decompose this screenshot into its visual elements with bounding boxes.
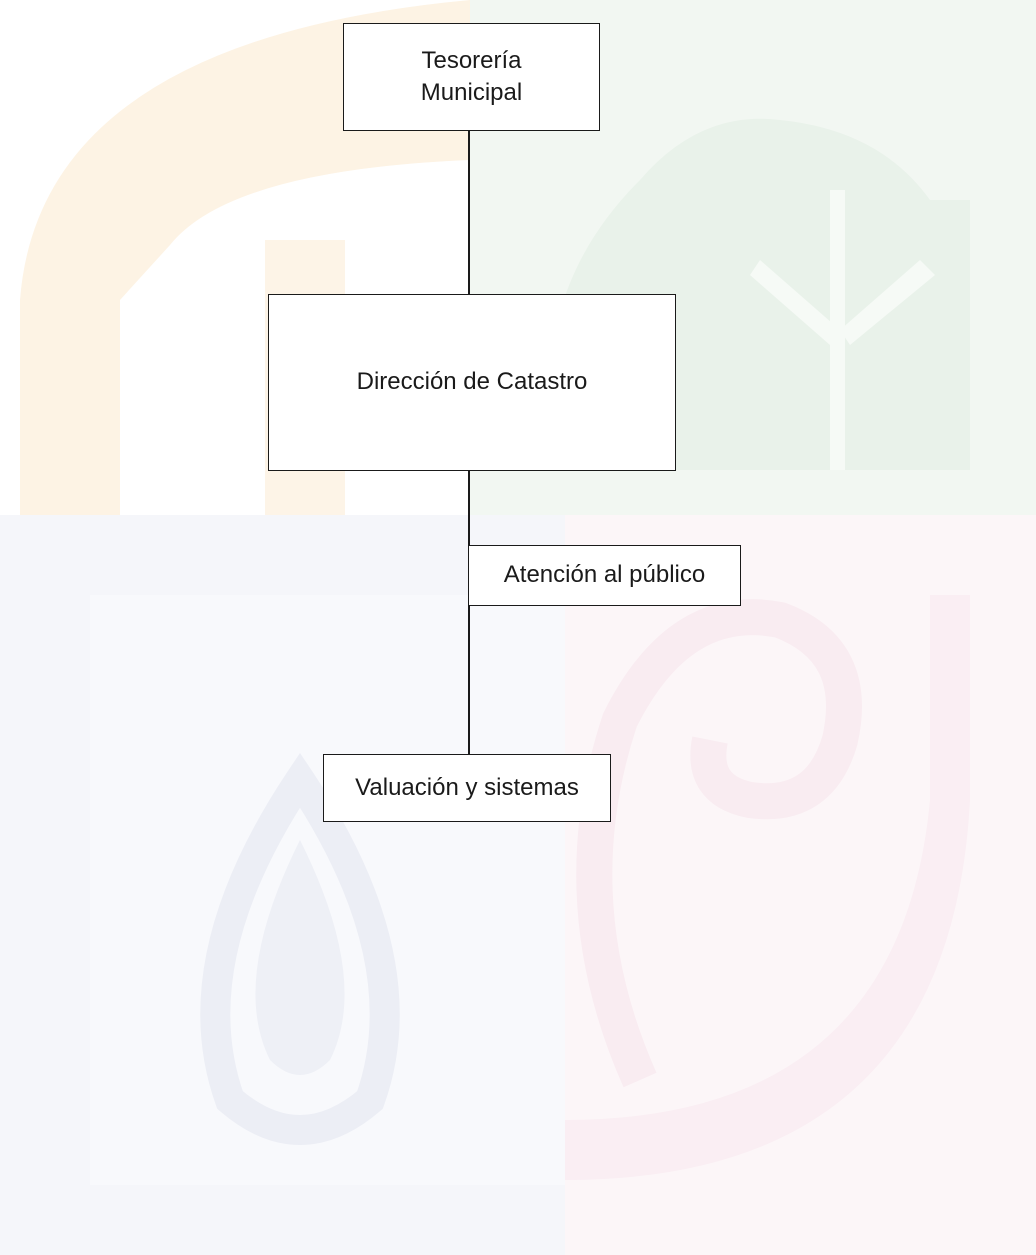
- node-atencion-label: Atención al público: [503, 561, 706, 589]
- watermark-tree-trunk: [750, 190, 935, 470]
- node-tesoreria-line1: Tesorería: [421, 46, 522, 74]
- node-valuacion-sistemas: Valuación y sistemas: [323, 754, 611, 822]
- node-direccion-catastro: Dirección de Catastro: [268, 294, 676, 471]
- watermark-drop: [255, 840, 345, 1075]
- watermark-pink-arc: [565, 595, 970, 1180]
- node-valuacion-label: Valuación y sistemas: [355, 773, 579, 801]
- watermark-drop-ring: [200, 752, 400, 1145]
- node-direccion-label: Dirección de Catastro: [356, 368, 588, 396]
- node-tesoreria-municipal: Tesorería Municipal: [343, 23, 600, 131]
- node-tesoreria-line2: Municipal: [420, 79, 523, 106]
- node-atencion-publico: Atención al público: [468, 545, 741, 606]
- watermark-blue-frame: [90, 595, 565, 1185]
- connector-tesoreria-direccion: [468, 130, 470, 295]
- watermark-pink-swirl: [576, 599, 862, 1088]
- connector-direccion-valuacion: [468, 470, 470, 755]
